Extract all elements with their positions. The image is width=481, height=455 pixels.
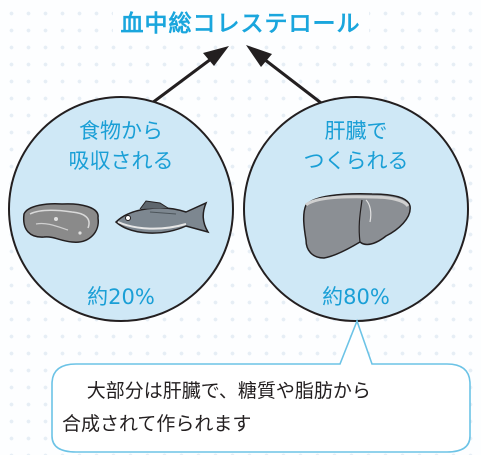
arrow-right	[246, 45, 330, 111]
left-circle	[8, 96, 234, 322]
callout-bubble	[51, 318, 471, 453]
callout-line2: 合成されて作られます	[62, 413, 252, 435]
diagram-title: 血中総コレステロール	[0, 4, 481, 38]
liver-icon	[302, 193, 411, 259]
left-circle-label: 食物から 吸収される	[40, 116, 202, 176]
left-label-line1: 食物から	[79, 119, 163, 143]
callout-text: 大部分は肝臓で、糖質や脂肪から 合成されて作られます	[62, 375, 466, 441]
right-circle-label: 肝臓で つくられる	[275, 116, 437, 176]
left-label-line2: 吸収される	[68, 149, 174, 173]
meat-icon	[22, 203, 99, 243]
left-percent: 約20%	[87, 285, 155, 309]
right-label-line1: 肝臓で	[324, 119, 388, 143]
arrow-left	[147, 46, 229, 108]
callout-line1: 大部分は肝臓で、糖質や脂肪から	[86, 380, 371, 402]
right-percent: 約80%	[322, 285, 390, 309]
fish-icon	[114, 200, 210, 234]
right-label-line2: つくられる	[303, 149, 409, 173]
